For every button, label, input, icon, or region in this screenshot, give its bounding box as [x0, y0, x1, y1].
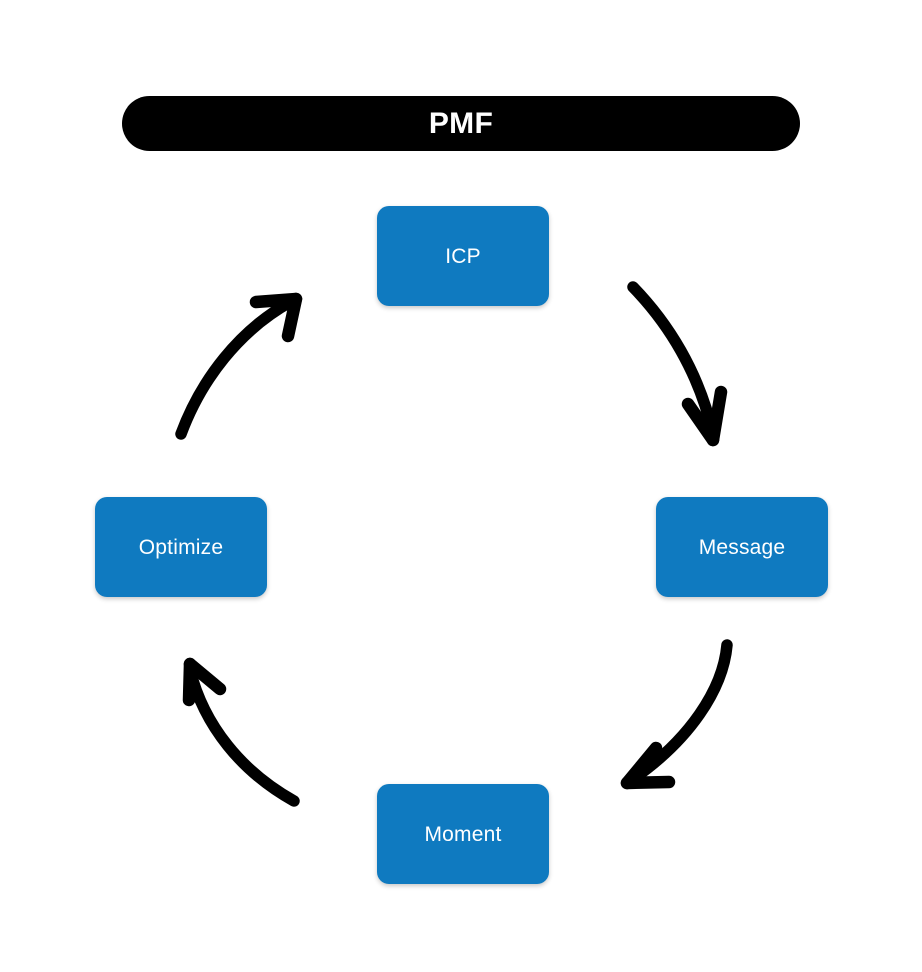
pmf-header-label: PMF — [428, 106, 494, 140]
cycle-node-optimize[interactable]: Optimize — [95, 497, 267, 597]
arrow-icp-to-message — [627, 281, 728, 447]
arrow-moment-to-optimize — [182, 657, 300, 807]
cycle-node-optimize-label: Optimize — [138, 535, 224, 559]
cycle-node-message-label: Message — [698, 535, 786, 559]
cycle-node-moment-label: Moment — [424, 822, 502, 846]
arrow-message-to-moment — [620, 639, 733, 790]
cycle-node-icp[interactable]: ICP — [377, 206, 549, 306]
pmf-header-pill: PMF — [122, 96, 800, 151]
arrow-optimize-to-icp — [175, 292, 303, 440]
cycle-node-moment[interactable]: Moment — [377, 784, 549, 884]
cycle-node-message[interactable]: Message — [656, 497, 828, 597]
cycle-node-icp-label: ICP — [445, 244, 481, 268]
